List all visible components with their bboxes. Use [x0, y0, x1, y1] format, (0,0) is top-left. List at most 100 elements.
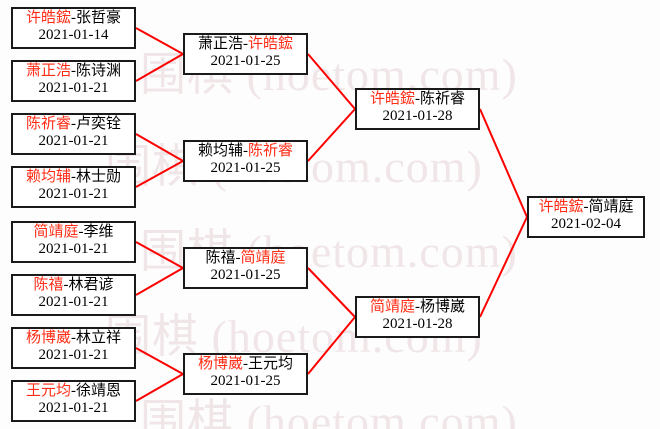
- player-separator: -: [78, 224, 84, 240]
- match-date: 2021-01-21: [38, 132, 109, 149]
- match-players: 杨博崴-王元均: [185, 356, 306, 373]
- match-winner: 许皓鋐: [538, 199, 584, 215]
- match-loser: 简靖庭: [588, 199, 634, 215]
- player-separator: -: [415, 299, 420, 315]
- player-separator: -: [71, 383, 76, 399]
- match-winner: 王元均: [25, 383, 71, 399]
- match-loser: 林立祥: [76, 330, 122, 346]
- player-separator: -: [243, 356, 248, 372]
- match-players: 赖均辅-林士勋: [13, 169, 134, 186]
- match-loser: 林士勋: [76, 169, 122, 185]
- match-winner: 许皓鋐: [248, 36, 294, 52]
- player-separator: -: [235, 250, 241, 266]
- connector-line: [135, 241, 184, 269]
- match-winner: 陈祈睿: [25, 116, 71, 132]
- match-players: 萧正浩-陈诗渊: [13, 63, 134, 80]
- match-players: 赖均辅-陈祈睿: [185, 143, 306, 160]
- player-separator: -: [71, 63, 76, 79]
- match-winner: 陈禧: [33, 277, 64, 293]
- match-players: 简靖庭-李维: [13, 224, 134, 241]
- match-players: 简靖庭-杨博崴: [357, 299, 478, 316]
- match-winner: 萧正浩: [25, 63, 71, 79]
- connector-line: [135, 133, 184, 162]
- player-separator: -: [71, 330, 76, 346]
- connector-line: [307, 53, 356, 110]
- match-winner: 陈祈睿: [248, 143, 294, 159]
- match-winner: 杨博崴: [25, 330, 71, 346]
- match-date: 2021-01-25: [210, 52, 281, 69]
- match-loser: 徐靖恩: [76, 383, 122, 399]
- match-loser: 王元均: [248, 356, 294, 372]
- match-date: 2021-01-21: [38, 399, 109, 416]
- connector-line: [135, 160, 184, 188]
- match-winner: 简靖庭: [369, 299, 415, 315]
- connector-line: [135, 267, 184, 296]
- player-separator: -: [63, 277, 69, 293]
- match-date: 2021-01-21: [38, 293, 109, 310]
- match-loser: 林君谚: [68, 277, 114, 293]
- match-players: 萧正浩-许皓鋐: [185, 36, 306, 53]
- match-winner: 简靖庭: [33, 224, 79, 240]
- match-date: 2021-01-25: [210, 159, 281, 176]
- match-winner: 杨博崴: [197, 356, 243, 372]
- match-loser: 萧正浩: [197, 36, 243, 52]
- player-separator: -: [71, 116, 76, 132]
- match-date: 2021-01-28: [382, 107, 453, 124]
- connector-line: [307, 108, 356, 162]
- match-players: 王元均-徐靖恩: [13, 383, 134, 400]
- player-separator: -: [415, 91, 420, 107]
- player-separator: -: [71, 169, 76, 185]
- connector-line: [307, 316, 356, 375]
- match-loser: 李维: [83, 224, 114, 240]
- connector-line: [135, 27, 184, 55]
- match-date: 2021-01-28: [382, 315, 453, 332]
- match-date: 2021-01-21: [38, 185, 109, 202]
- match-loser: 张哲豪: [76, 10, 122, 26]
- match-date: 2021-01-21: [38, 346, 109, 363]
- match-date: 2021-01-21: [38, 79, 109, 96]
- match-date: 2021-01-21: [38, 240, 109, 257]
- match-date: 2021-01-14: [38, 26, 109, 43]
- match-loser: 卢奕铨: [76, 116, 122, 132]
- match-winner: 赖均辅: [25, 169, 71, 185]
- match-date: 2021-01-25: [210, 266, 281, 283]
- player-separator: -: [71, 10, 76, 26]
- match-players: 许皓鋐-陈祈睿: [357, 91, 478, 108]
- player-separator: -: [243, 36, 248, 52]
- match-players: 陈禧-林君谚: [13, 277, 134, 294]
- match-winner: 简靖庭: [240, 250, 286, 266]
- match-players: 陈祈睿-卢奕铨: [13, 116, 134, 133]
- match-players: 许皓鋐-张哲豪: [13, 10, 134, 27]
- player-separator: -: [583, 199, 589, 215]
- connector-line: [479, 216, 528, 318]
- connector-line: [135, 53, 184, 82]
- connector-line: [479, 108, 528, 218]
- match-loser: 杨博崴: [420, 299, 466, 315]
- match-winner: 许皓鋐: [25, 10, 71, 26]
- connector-line: [135, 373, 184, 402]
- connector-line: [307, 267, 356, 318]
- match-date: 2021-02-04: [551, 215, 621, 232]
- match-players: 杨博崴-林立祥: [13, 330, 134, 347]
- match-date: 2021-01-25: [210, 372, 281, 389]
- match-loser: 陈祈睿: [420, 91, 466, 107]
- match-players: 许皓鋐-简靖庭: [529, 199, 643, 216]
- connector-line: [135, 347, 184, 375]
- match-loser: 陈禧: [205, 250, 236, 266]
